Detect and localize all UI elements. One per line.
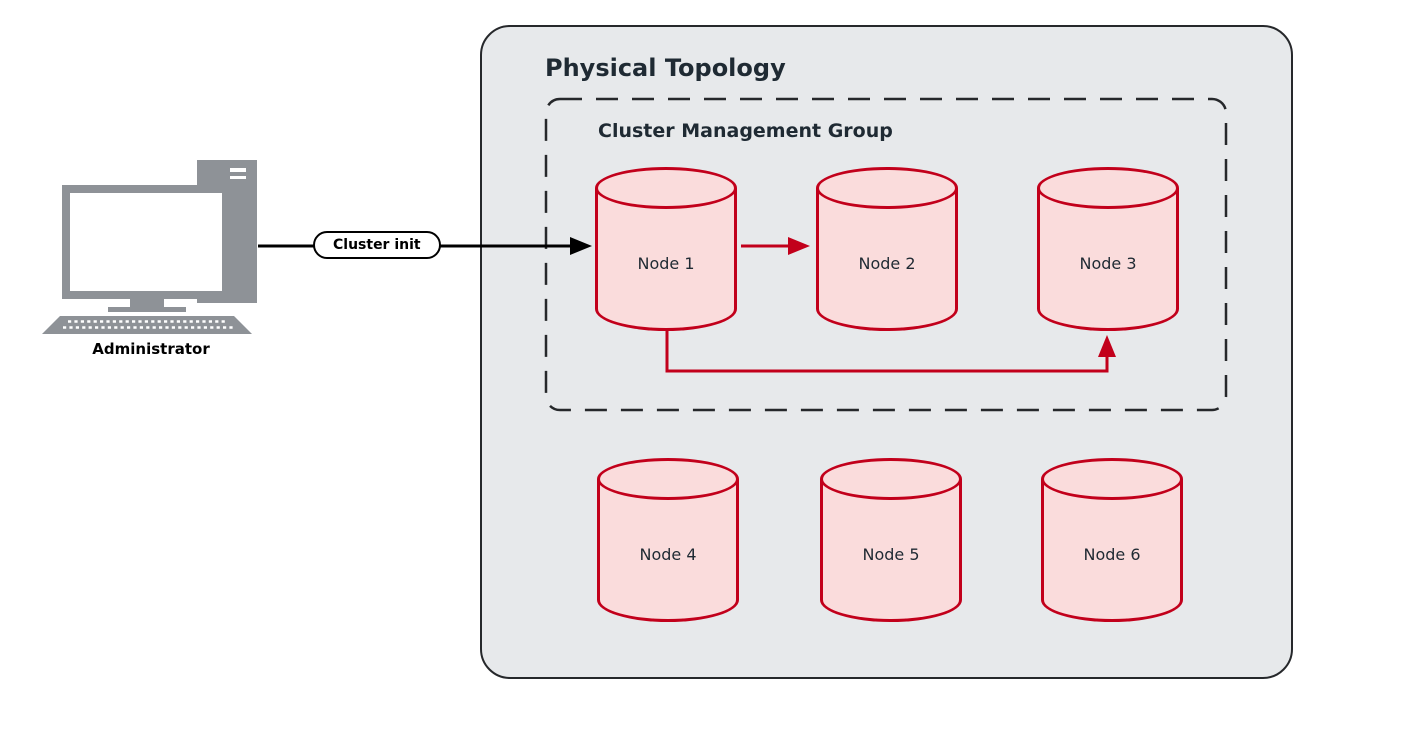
cluster-management-group-title: Cluster Management Group <box>598 120 893 142</box>
node-4-top <box>597 458 739 500</box>
node-4-body: Node 4 <box>597 479 739 622</box>
monitor-stand-icon <box>130 299 164 309</box>
keyboard-icon <box>42 316 252 334</box>
node-3-label: Node 3 <box>1079 253 1137 273</box>
node-3-cylinder: Node 3 <box>1037 167 1179 331</box>
node-1-label: Node 1 <box>637 253 695 273</box>
monitor-base-icon <box>108 307 186 312</box>
administrator-label: Administrator <box>92 340 210 358</box>
administrator-computer-icon <box>42 160 257 334</box>
node-2-top <box>816 167 958 209</box>
node-2-body: Node 2 <box>816 188 958 331</box>
tower-detail-line <box>230 176 246 179</box>
node-1-cylinder: Node 1 <box>595 167 737 331</box>
node-5-label: Node 5 <box>862 544 920 564</box>
node-6-top <box>1041 458 1183 500</box>
node-5-cylinder: Node 5 <box>820 458 962 622</box>
node-3-body: Node 3 <box>1037 188 1179 331</box>
node-6-cylinder: Node 6 <box>1041 458 1183 622</box>
node-3-top <box>1037 167 1179 209</box>
node-2-label: Node 2 <box>858 253 916 273</box>
node-4-label: Node 4 <box>639 544 697 564</box>
node-1-top <box>595 167 737 209</box>
node-5-body: Node 5 <box>820 479 962 622</box>
tower-detail-line <box>230 168 246 172</box>
node-1-body: Node 1 <box>595 188 737 331</box>
node-6-label: Node 6 <box>1083 544 1141 564</box>
physical-topology-title: Physical Topology <box>545 54 786 82</box>
node-2-cylinder: Node 2 <box>816 167 958 331</box>
node-4-cylinder: Node 4 <box>597 458 739 622</box>
monitor-screen-icon <box>70 193 222 291</box>
node-5-top <box>820 458 962 500</box>
cluster-init-edge-label: Cluster init <box>313 231 441 259</box>
node-6-body: Node 6 <box>1041 479 1183 622</box>
